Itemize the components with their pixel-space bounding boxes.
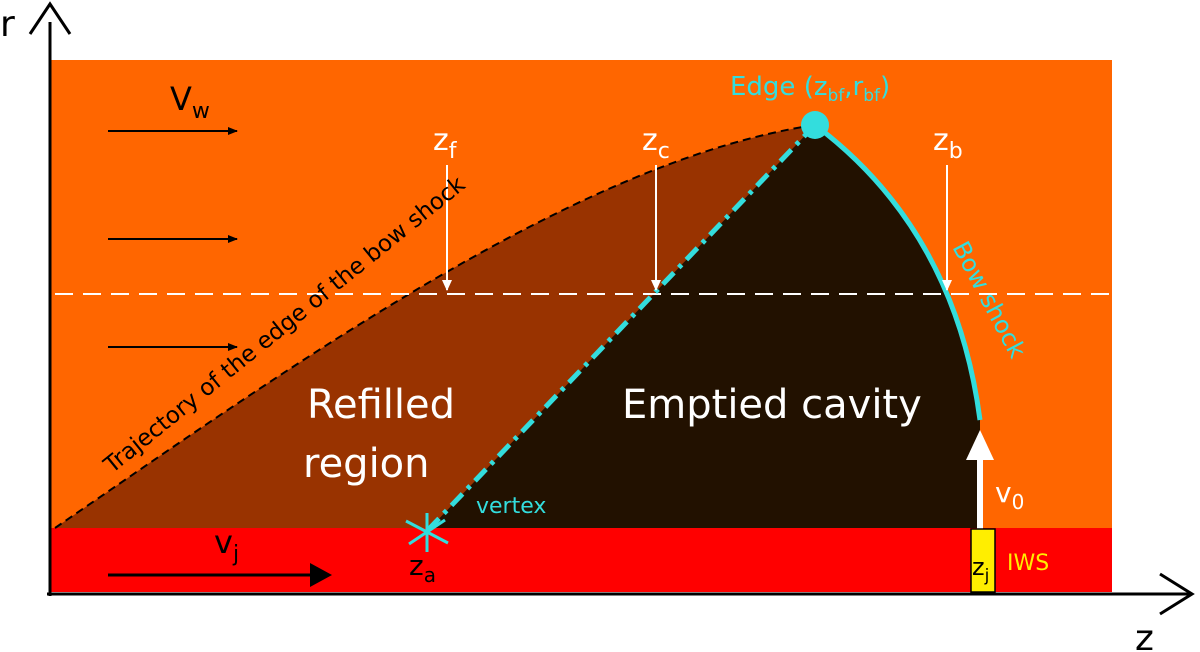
v0-label: v0 — [995, 476, 1024, 514]
jet-region — [50, 528, 1112, 592]
refilled-region-label-line1: Refilled — [307, 382, 455, 428]
zb-label: zb — [933, 123, 963, 164]
z-axis-arrow-icon — [1159, 572, 1195, 616]
zj-label: zj — [972, 553, 989, 586]
emptied-cavity — [430, 125, 980, 528]
edge-label: Edge (zbf,rbf) — [730, 72, 890, 106]
bow-shock-curve — [813, 123, 983, 421]
vertex-label: vertex — [476, 494, 546, 519]
v0-arrow-head-icon — [966, 430, 994, 460]
refilled-region — [55, 125, 815, 528]
refilled-region-label-line2: region — [303, 441, 430, 487]
vertex-edge-line — [426, 123, 817, 532]
jet-arrow-head-icon — [310, 563, 332, 587]
r-axis-label: r — [0, 4, 15, 45]
jet-velocity-label: vj — [214, 523, 239, 567]
iws-label: IWS — [1007, 551, 1049, 576]
iws-box — [970, 528, 996, 593]
zc-label: zc — [642, 123, 670, 164]
r-axis-arrow-icon — [28, 1, 72, 35]
edge-point — [801, 111, 829, 139]
emptied-cavity-label: Emptied cavity — [622, 382, 922, 428]
vertex-star-icon — [405, 513, 449, 552]
trajectory-curve — [54, 124, 816, 529]
za-label: za — [409, 549, 436, 587]
z-axis-label: z — [1135, 618, 1154, 652]
zf-label: zf — [433, 123, 458, 164]
wind-velocity-label: Vw — [170, 80, 210, 124]
